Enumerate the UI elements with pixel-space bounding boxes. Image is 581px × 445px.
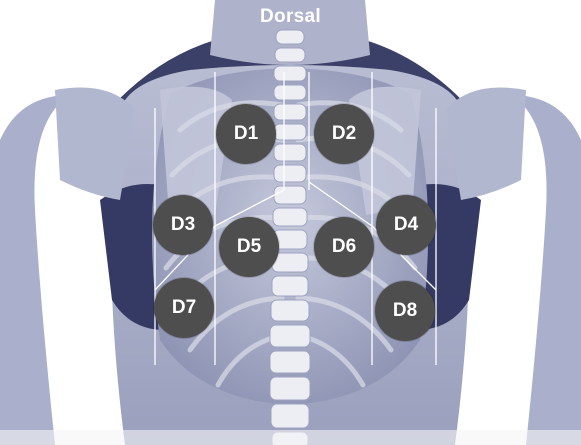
zone-d2-marker: D2 bbox=[314, 104, 374, 164]
zone-d6-marker: D6 bbox=[314, 217, 374, 277]
zone-d3-marker: D3 bbox=[153, 195, 213, 255]
bottom-edge bbox=[0, 430, 581, 445]
zone-d4-marker: D4 bbox=[376, 195, 436, 255]
zone-d1-marker: D1 bbox=[216, 104, 276, 164]
zone-d7-marker: D7 bbox=[154, 278, 214, 338]
diagram-title: Dorsal bbox=[0, 6, 581, 28]
zone-d5-marker: D5 bbox=[219, 217, 279, 277]
zone-d8-marker: D8 bbox=[375, 281, 435, 341]
